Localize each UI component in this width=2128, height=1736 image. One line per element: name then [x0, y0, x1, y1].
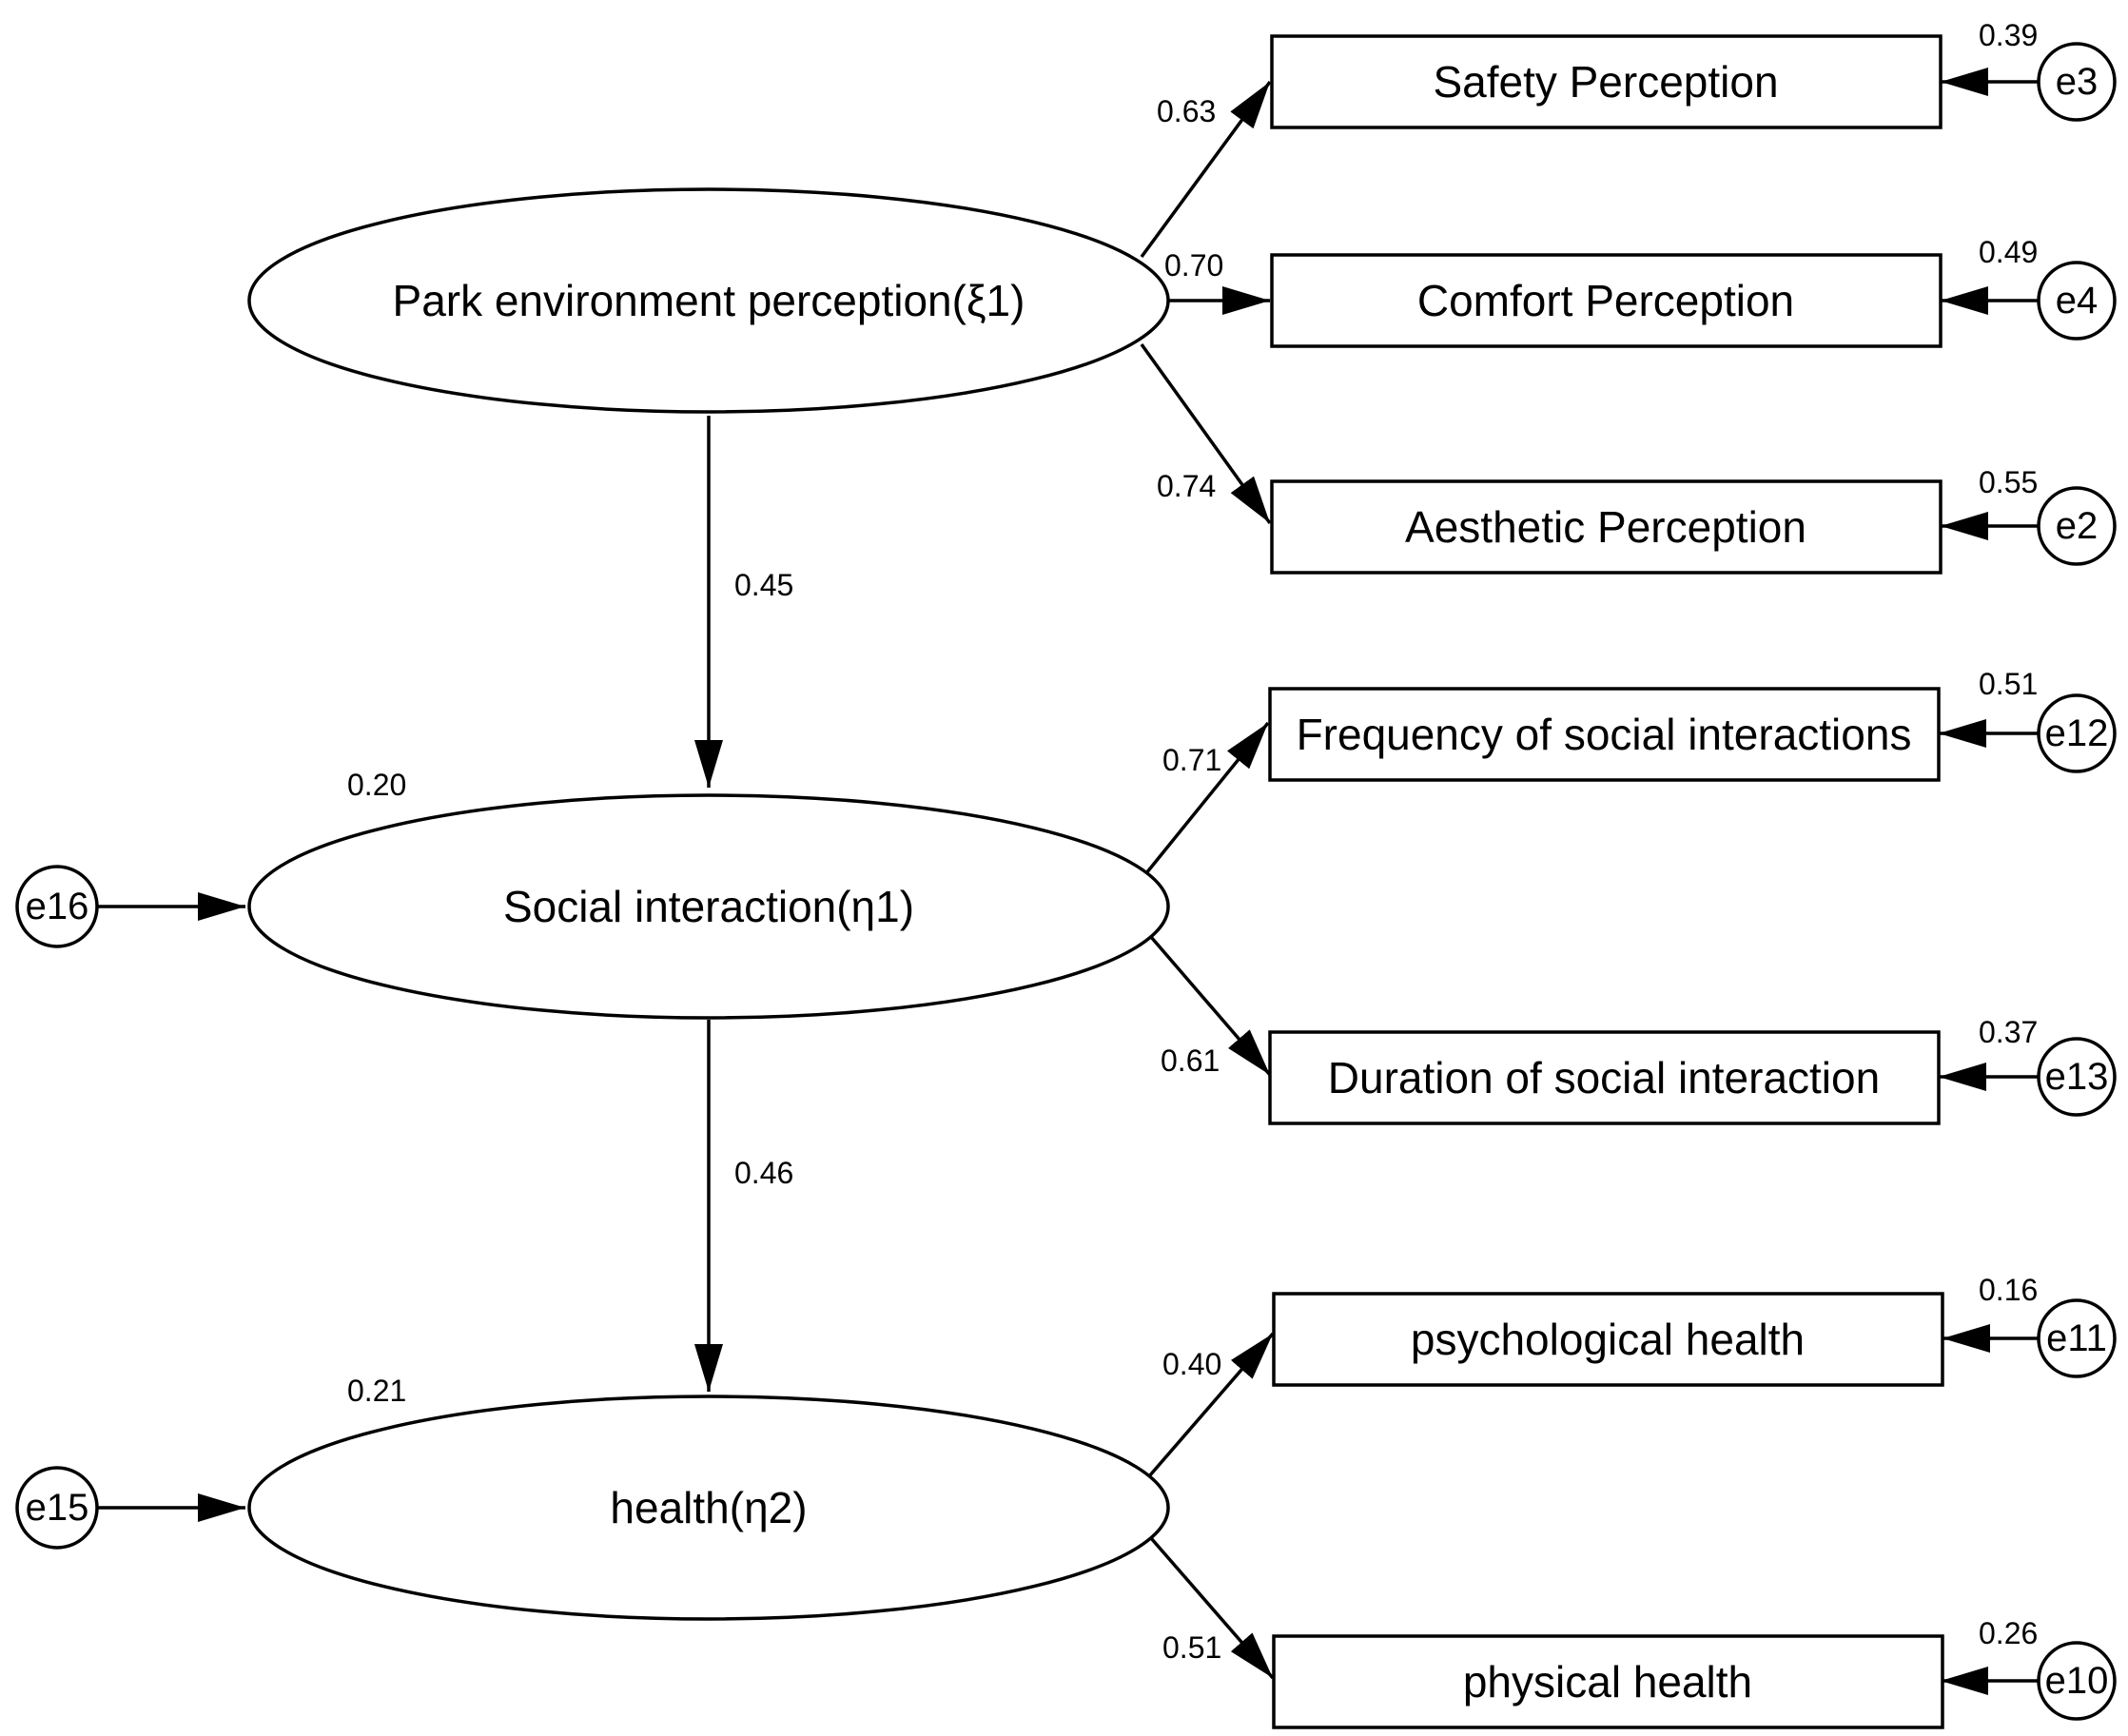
path-coef-eta1-eta2: 0.46 — [734, 1156, 793, 1190]
error-e12: e12 — [2037, 693, 2117, 773]
error-e13: e13 — [2037, 1037, 2117, 1117]
path-eta1-duration — [1149, 935, 1272, 1077]
path-xi1-aesthetic — [1140, 342, 1272, 525]
indicator-frequency-label: Frequency of social interactions — [1297, 710, 1912, 759]
latent-eta1: Social interaction(η1) — [247, 793, 1170, 1020]
indicator-aesthetic-label: Aesthetic Perception — [1405, 502, 1806, 552]
latent-eta1-label: Social interaction(η1) — [503, 882, 914, 931]
indicator-frequency: Frequency of social interactions — [1268, 687, 1941, 782]
svg-text:e3: e3 — [2056, 61, 2099, 103]
indicator-psychological-label: psychological health — [1411, 1315, 1805, 1364]
error-value-e13: 0.37 — [1979, 1015, 2038, 1049]
r2-eta2: 0.21 — [347, 1374, 406, 1408]
path-coef-xi1-eta1: 0.45 — [734, 568, 793, 602]
indicator-psychological: psychological health — [1272, 1292, 1944, 1387]
error-value-e3: 0.39 — [1979, 18, 2038, 52]
path-eta2-physical — [1149, 1536, 1275, 1680]
indicator-physical-label: physical health — [1463, 1657, 1752, 1707]
path-eta1-frequency — [1144, 721, 1270, 875]
loading-aesthetic: 0.74 — [1157, 469, 1216, 503]
error-e4: e4 — [2037, 261, 2117, 341]
error-e10: e10 — [2037, 1641, 2117, 1721]
error-e3: e3 — [2037, 42, 2117, 122]
latent-xi1: Park environment perception(ξ1) — [247, 187, 1170, 414]
loading-physical: 0.51 — [1162, 1630, 1221, 1665]
svg-text:e4: e4 — [2056, 280, 2099, 322]
indicator-comfort: Comfort Perception — [1270, 253, 1943, 348]
svg-text:e15: e15 — [26, 1487, 89, 1529]
svg-text:e16: e16 — [26, 886, 89, 927]
loading-safety: 0.63 — [1157, 94, 1216, 128]
svg-text:e10: e10 — [2045, 1660, 2109, 1702]
disturbance-e16: e16 — [15, 865, 99, 948]
loading-psychological: 0.40 — [1162, 1347, 1221, 1381]
latent-xi1-label: Park environment perception(ξ1) — [393, 276, 1025, 325]
indicator-aesthetic: Aesthetic Perception — [1270, 479, 1943, 575]
path-xi1-safety — [1140, 80, 1272, 259]
indicator-comfort-label: Comfort Perception — [1417, 276, 1794, 325]
loading-frequency: 0.71 — [1162, 743, 1221, 777]
svg-text:e12: e12 — [2045, 712, 2109, 754]
r2-eta1: 0.20 — [347, 768, 406, 802]
svg-text:e13: e13 — [2045, 1056, 2109, 1098]
error-e11: e11 — [2037, 1298, 2117, 1378]
error-value-e2: 0.55 — [1979, 465, 2038, 499]
indicator-safety-label: Safety Perception — [1433, 57, 1778, 107]
error-value-e11: 0.16 — [1979, 1273, 2038, 1307]
error-e2: e2 — [2037, 486, 2117, 566]
error-value-e4: 0.49 — [1979, 235, 2038, 269]
indicator-duration: Duration of social interaction — [1268, 1030, 1941, 1125]
error-value-e12: 0.51 — [1979, 667, 2038, 701]
indicator-physical: physical health — [1272, 1634, 1944, 1729]
path-eta2-psychological — [1147, 1332, 1275, 1478]
svg-text:e11: e11 — [2046, 1317, 2107, 1359]
latent-eta2: health(η2) — [247, 1395, 1170, 1621]
indicator-safety: Safety Perception — [1270, 34, 1943, 129]
latent-eta2-label: health(η2) — [610, 1483, 807, 1532]
loading-duration: 0.61 — [1161, 1044, 1220, 1078]
indicator-duration-label: Duration of social interaction — [1328, 1053, 1880, 1102]
loading-comfort: 0.70 — [1164, 248, 1223, 283]
svg-text:e2: e2 — [2056, 505, 2099, 547]
disturbance-e15: e15 — [15, 1466, 99, 1550]
error-value-e10: 0.26 — [1979, 1616, 2038, 1650]
